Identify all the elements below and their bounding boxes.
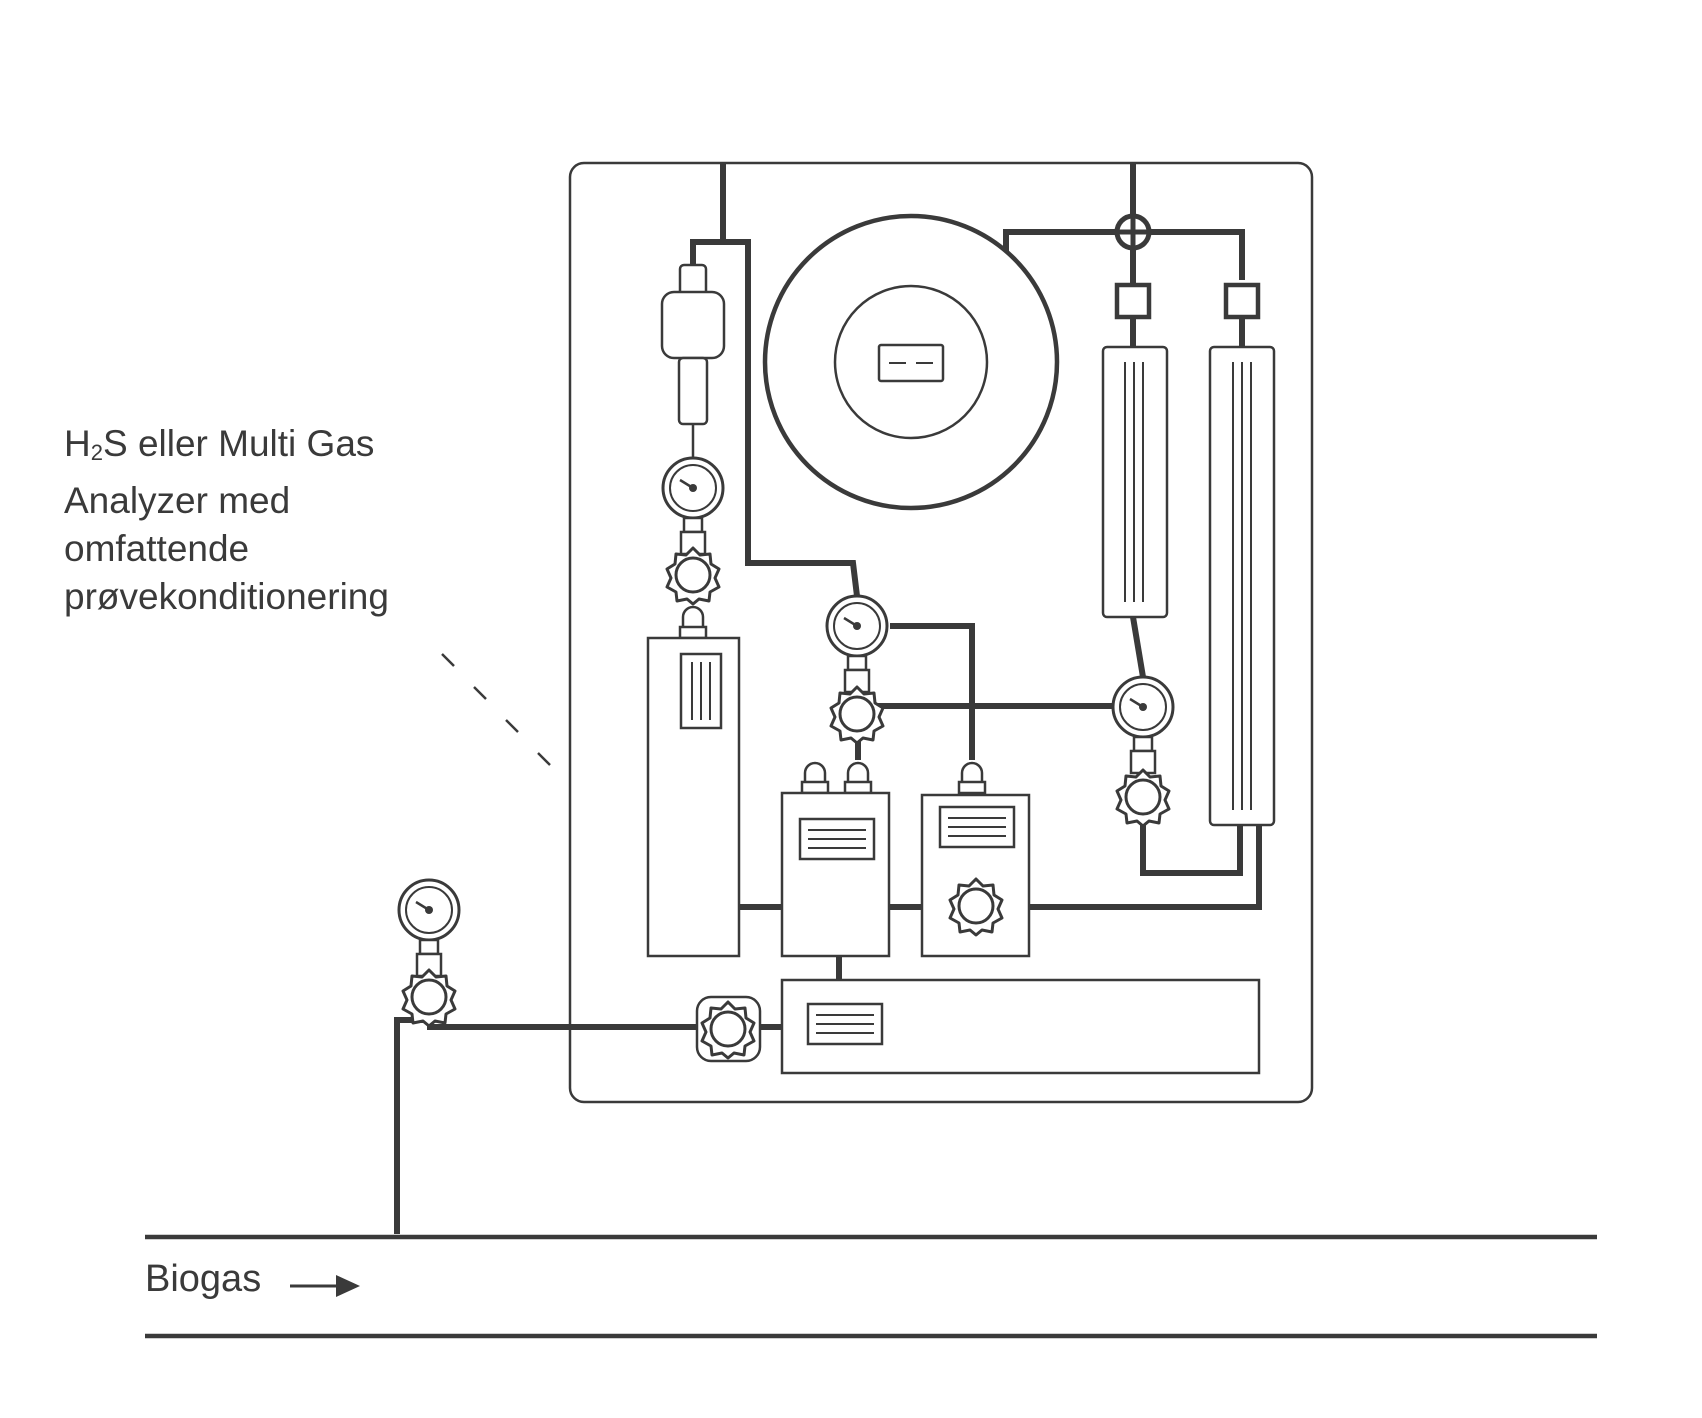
connector-cap xyxy=(960,761,984,782)
gauge-stem xyxy=(1132,735,1154,753)
gauge-stem xyxy=(682,516,704,534)
connector-cap xyxy=(846,761,870,782)
gauge-stem xyxy=(846,654,868,672)
flow-control-module xyxy=(780,791,891,958)
callout-line-4: prøvekonditionering xyxy=(64,576,389,617)
gas-pipes xyxy=(394,163,1262,1234)
callout-line-1: H2S eller Multi Gas xyxy=(64,420,389,477)
pressure-gauge-middle xyxy=(825,594,889,658)
pipe-fitting xyxy=(1223,282,1261,320)
pressure-gauge-top-left xyxy=(661,456,725,520)
callout-leader xyxy=(441,653,551,766)
analyzer-callout-label: H2S eller Multi Gas Analyzer med omfatte… xyxy=(64,420,389,621)
connector-base xyxy=(957,780,987,795)
analyzer-display xyxy=(877,343,945,383)
pipe-fitting xyxy=(1114,282,1152,320)
connector-cap xyxy=(803,761,827,782)
connector-base xyxy=(678,625,708,640)
callout-line-1-subscript: 2 xyxy=(90,440,103,465)
callout-line-2: Analyzer med xyxy=(64,480,291,521)
connector-base xyxy=(843,780,873,795)
callout-line-3: omfattende xyxy=(64,528,250,569)
callout-line-1-suffix: S eller Multi Gas xyxy=(102,423,375,464)
gauge-stem xyxy=(418,938,440,956)
sample-cooler-module xyxy=(646,636,741,958)
pressure-gauge-sample-point xyxy=(397,878,461,942)
connector-base xyxy=(800,780,830,795)
callout-line-1-prefix: H xyxy=(64,423,91,464)
flow-arrow-icon xyxy=(290,1275,360,1297)
pressure-gauge-right xyxy=(1111,675,1175,739)
pipeline-label: Biogas xyxy=(145,1258,262,1300)
connector-cap xyxy=(681,605,705,627)
